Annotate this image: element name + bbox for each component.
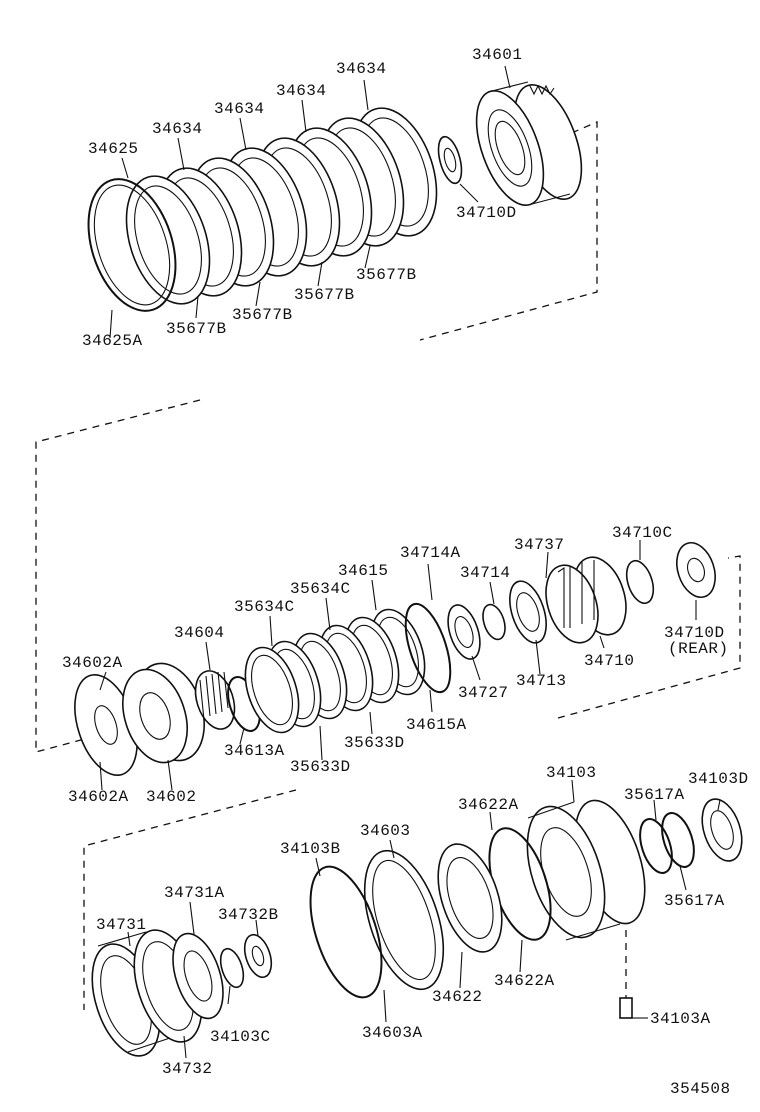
label-35617A-bottom: 35617A (664, 892, 725, 910)
part-34710D-rear-washer (676, 541, 716, 599)
label-35677B: 35677B (294, 286, 355, 304)
label-34714A: 34714A (400, 544, 461, 562)
top-assembly (87, 65, 598, 341)
part-34625-snap-ring (87, 178, 177, 312)
bottom-assembly (83, 779, 743, 1059)
label-34103D: 34103D (688, 770, 749, 788)
clutch-plate-stack-top (125, 107, 438, 305)
label-34634: 34634 (214, 100, 265, 118)
label-34710D-top: 34710D (456, 204, 517, 222)
label-35633D: 35633D (344, 734, 405, 752)
part-34103A-bolt (619, 997, 648, 1019)
label-35634C: 35634C (234, 598, 295, 616)
clutch-plate-stack-middle (244, 608, 426, 734)
part-34710D-washer (437, 135, 463, 185)
label-34732: 34732 (162, 1060, 213, 1078)
label-34602: 34602 (146, 788, 197, 806)
label-34710D-rear: 34710D (664, 624, 725, 642)
part-34714-race (447, 603, 506, 660)
label-34714: 34714 (460, 564, 511, 582)
label-34603: 34603 (360, 822, 411, 840)
leaders-top (109, 65, 511, 339)
part-34713-clutch (509, 580, 547, 644)
label-35633D: 35633D (290, 758, 351, 776)
part-34710C-washer (625, 559, 655, 605)
part-34601-drum (475, 81, 583, 206)
part-34604-spring (194, 670, 236, 730)
label-34615: 34615 (338, 562, 389, 580)
part-34615-ring (404, 602, 452, 694)
label-34615A: 34615A (406, 716, 467, 734)
label-34732B: 34732B (218, 906, 279, 924)
label-34602A-top: 34602A (62, 654, 123, 672)
leaders-bottom (127, 779, 721, 1059)
label-34613A: 34613A (224, 742, 285, 760)
leaders-middle (99, 540, 697, 791)
label-35617A-top: 35617A (624, 786, 685, 804)
label-34731: 34731 (96, 916, 147, 934)
part-34732B-washer (243, 933, 273, 979)
figure-number: 354508 (670, 1080, 731, 1098)
part-34603-band (363, 849, 445, 991)
part-35617A-ring-b (661, 812, 695, 868)
label-35634C: 35634C (290, 580, 351, 598)
part-34602-piston (122, 662, 205, 764)
label-rear-note: (REAR) (668, 640, 729, 658)
part-34710-drum (545, 556, 627, 644)
label-34622A-bottom: 34622A (494, 972, 555, 990)
label-35677B: 35677B (356, 266, 417, 284)
label-34603A: 34603A (362, 1024, 423, 1042)
label-34710: 34710 (584, 652, 635, 670)
part-35617A-ring-a (639, 818, 673, 874)
label-34625A: 34625A (82, 332, 143, 350)
label-34634: 34634 (152, 120, 203, 138)
label-34622A-top: 34622A (458, 796, 519, 814)
part-34103C-ring (219, 947, 245, 989)
label-34103C: 34103C (210, 1028, 271, 1046)
label-34731A: 34731A (164, 884, 225, 902)
label-34737: 34737 (514, 536, 565, 554)
part-34103B-ring (309, 865, 383, 999)
label-34710C: 34710C (612, 524, 673, 542)
label-35677B: 35677B (232, 306, 293, 324)
part-34103-housing (526, 799, 646, 998)
label-34622: 34622 (432, 988, 483, 1006)
label-34713: 34713 (516, 672, 567, 690)
part-34103D-washer (701, 798, 743, 862)
label-34602A-bottom: 34602A (68, 788, 129, 806)
middle-assembly (35, 399, 741, 791)
part-34731A-plate (172, 932, 224, 1020)
label-34103B: 34103B (280, 840, 341, 858)
label-34634: 34634 (336, 60, 387, 78)
label-34601: 34601 (472, 46, 523, 64)
part-34622-piston (437, 843, 503, 953)
label-34727: 34727 (458, 684, 509, 702)
label-34604: 34604 (174, 624, 225, 642)
label-34103: 34103 (546, 764, 597, 782)
label-34634: 34634 (276, 82, 327, 100)
label-34625: 34625 (88, 140, 139, 158)
label-34103A: 34103A (650, 1010, 711, 1028)
label-35677B: 35677B (166, 320, 227, 338)
